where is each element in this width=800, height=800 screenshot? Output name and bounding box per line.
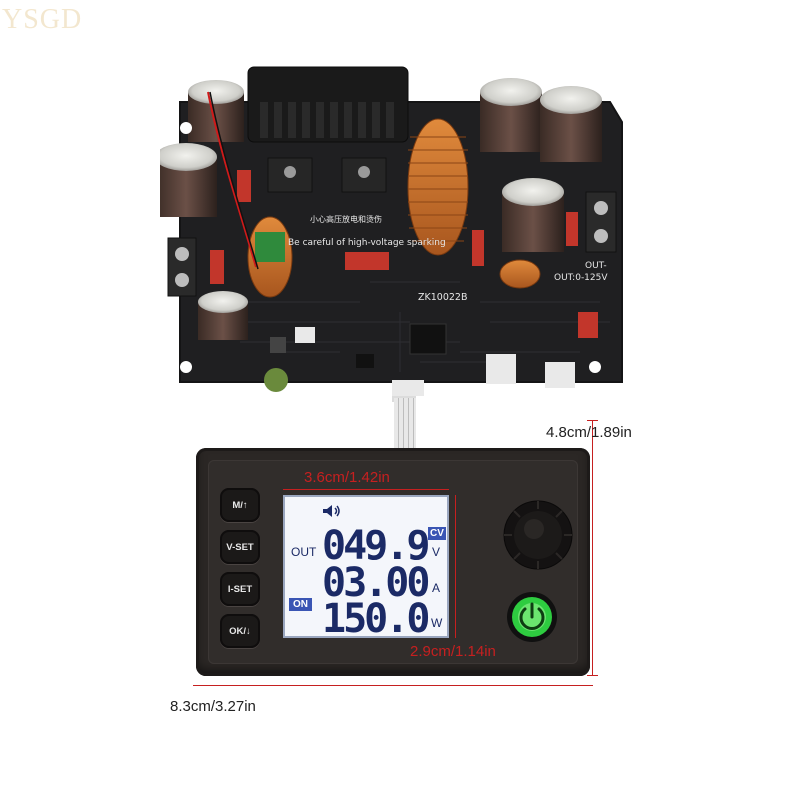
- lcd-width-line: [283, 489, 449, 490]
- board-output-range: OUT:0-125V: [554, 273, 608, 283]
- panel-width-dimension: 8.3cm/3.27in: [170, 698, 256, 715]
- ribbon-cable: [394, 398, 416, 450]
- i-set-button[interactable]: I-SET: [220, 572, 260, 606]
- lcd-display: [283, 495, 449, 638]
- panel-height-line-cap-top: [587, 420, 598, 421]
- panel-height-line: [592, 420, 593, 675]
- current-readout: 03.00: [322, 560, 430, 606]
- out-label: OUT: [291, 545, 317, 559]
- watermark: YSGD: [2, 4, 83, 35]
- on-status-badge: ON: [289, 598, 312, 611]
- lcd-width-dimension: 3.6cm/1.42in: [304, 469, 390, 486]
- board-height-dimension: 4.8cm/1.89in: [546, 424, 632, 441]
- rotary-knob[interactable]: [500, 497, 576, 573]
- panel-width-line: [193, 685, 593, 686]
- panel-height-line-cap-bottom: [587, 675, 598, 676]
- power-icon: [519, 602, 545, 630]
- power-button[interactable]: [506, 591, 558, 643]
- board-output-label: OUT-: [585, 261, 607, 271]
- board-model: ZK10022B: [418, 292, 467, 303]
- lcd-height-line: [455, 495, 456, 638]
- pcb-board: 小心高压放电和烫伤 Be careful of high-voltage spa…: [160, 66, 623, 402]
- cv-mode-badge: CV: [428, 527, 446, 540]
- lcd-height-dimension: 2.9cm/1.14in: [410, 643, 496, 660]
- ok-down-button[interactable]: OK/↓: [220, 614, 260, 648]
- m-up-button[interactable]: M/↑: [220, 488, 260, 522]
- power-readout: 150.0: [322, 596, 430, 642]
- board-warning-cn: 小心高压放电和烫伤: [310, 214, 382, 224]
- v-set-button[interactable]: V-SET: [220, 530, 260, 564]
- voltage-readout: 049.9: [322, 523, 430, 569]
- power-unit: W: [431, 616, 443, 630]
- speaker-icon: [323, 505, 340, 517]
- voltage-unit: V: [432, 545, 441, 559]
- board-warning-en: Be careful of high-voltage sparking: [288, 238, 446, 248]
- current-unit: A: [432, 581, 441, 595]
